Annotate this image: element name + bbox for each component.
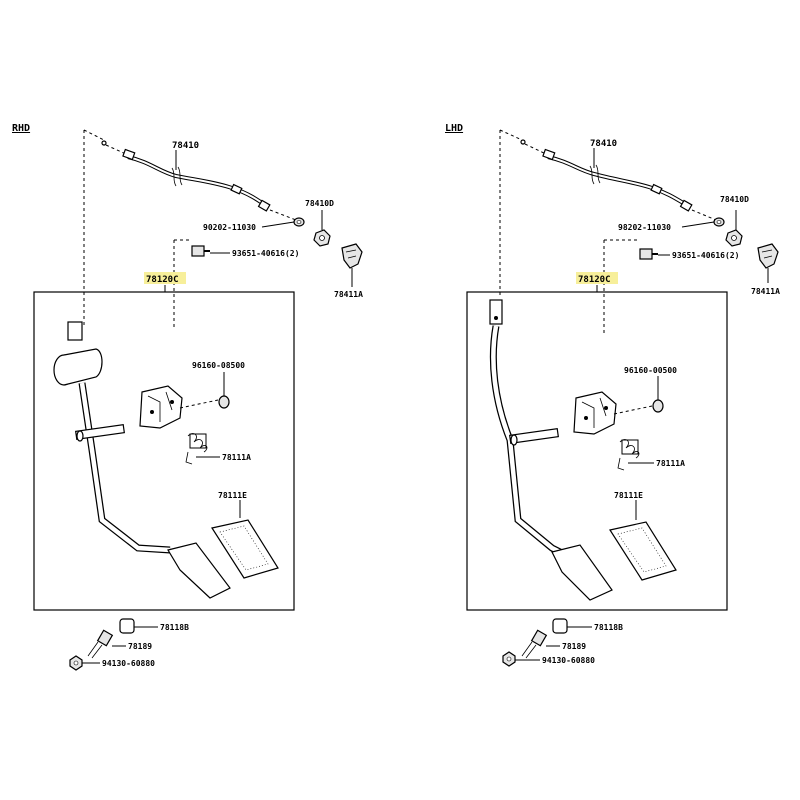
lhd-pedal-assy-highlight: [576, 272, 618, 284]
rhd-nut-bolt-label: 93651-40616(2): [232, 249, 299, 258]
lhd-cable-label: 78410: [590, 139, 617, 149]
lhd-clip-label: 78411A: [751, 287, 780, 296]
lhd-nut-label: 94130-60880: [542, 656, 595, 665]
rhd-bushing-label: 96160-08500: [192, 361, 245, 370]
rhd-pedal-pad-part: [211, 519, 279, 579]
rhd-nut-part: [69, 655, 83, 671]
lhd-pedal-pad-part: [609, 521, 677, 581]
lhd-clip-part: [757, 243, 779, 269]
lhd-pedal-bracket: [573, 391, 617, 435]
lhd-bolt-label: 78189: [562, 642, 586, 651]
rhd-spring-label: 78111A: [222, 453, 251, 462]
lhd-stopper-part: [552, 618, 568, 634]
rhd-clip-bracket-part: [313, 229, 331, 247]
lhd-bolt-part: [521, 629, 548, 659]
rhd-clip-bolt-label: 90202-11030: [203, 223, 256, 232]
lhd-nut-bolt-label: 93651-40616(2): [672, 251, 739, 260]
rhd-clip-bracket-label: 78410D: [305, 199, 334, 208]
lhd-accelerator-cable: [520, 139, 717, 221]
rhd-stopper-part: [119, 618, 135, 634]
lhd-nut-part: [502, 651, 516, 667]
rhd-pedal-bracket: [139, 385, 183, 429]
rhd-bushing-part: [218, 395, 230, 409]
rhd-bolt-label: 78189: [128, 642, 152, 651]
lhd-clip-bracket-part: [725, 229, 743, 247]
rhd-spring-part: [185, 433, 208, 465]
rhd-cable-label: 78410: [172, 141, 199, 151]
rhd-stopper-label: 78118B: [160, 623, 189, 632]
lhd-section-label: LHD: [445, 123, 463, 134]
lhd-clip-bolt-part: [713, 217, 725, 227]
lhd-pedal-arm: [489, 299, 570, 560]
lhd-pedal-pad-on-arm: [551, 544, 613, 601]
lhd-pedal-assy-label: 78120C: [578, 275, 611, 285]
rhd-clip-label: 78411A: [334, 290, 363, 299]
rhd-section: RHD 78410 90202-11030: [12, 123, 363, 671]
rhd-pedal-assy-box: [33, 291, 295, 611]
rhd-clip-part: [341, 243, 363, 269]
rhd-pedal-pad-on-arm: [167, 542, 231, 599]
lhd-stopper-label: 78118B: [594, 623, 623, 632]
lhd-pedal-pad-label: 78111E: [614, 491, 643, 500]
lhd-spring-part: [617, 439, 640, 471]
lhd-section: LHD 78410 98202-11030 7841: [445, 123, 780, 667]
lhd-bushing-part: [652, 399, 664, 413]
rhd-pedal-assy-label: 78120C: [146, 275, 179, 285]
rhd-clip-bolt-part: [293, 217, 305, 227]
lhd-clip-bolt-label: 98202-11030: [618, 223, 671, 232]
rhd-section-label: RHD: [12, 123, 30, 134]
rhd-accelerator-cable: [101, 140, 297, 221]
rhd-nut-label: 94130-60880: [102, 659, 155, 668]
rhd-pedal-assy-highlight: [144, 272, 186, 284]
rhd-nut-bolt-part: [191, 245, 210, 257]
lhd-pedal-assy-box: [466, 291, 728, 611]
lhd-nut-bolt-part: [639, 248, 658, 260]
rhd-pedal-pad-label: 78111E: [218, 491, 247, 500]
lhd-bushing-label: 96160-00500: [624, 366, 677, 375]
rhd-pedal-arm: [53, 321, 171, 554]
rhd-bolt-part: [87, 629, 114, 659]
lhd-spring-label: 78111A: [656, 459, 685, 468]
lhd-clip-bracket-label: 78410D: [720, 195, 749, 204]
